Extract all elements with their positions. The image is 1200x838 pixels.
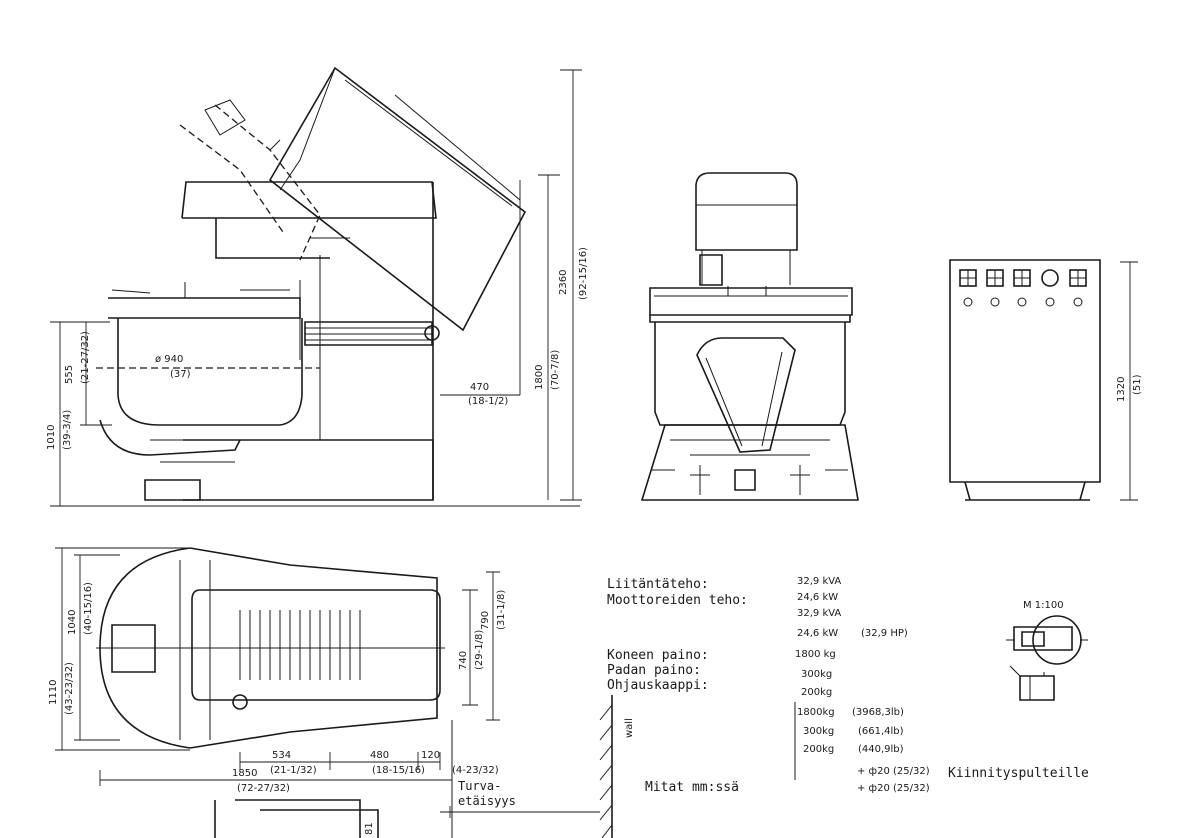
spec-value-machine-kg: 1800 kg <box>795 649 836 660</box>
weight-kg-2: 300kg <box>803 726 834 737</box>
units-note: Mitat mm:ssä <box>645 780 739 795</box>
dim-480-inch-label: (18-15/16) <box>372 765 425 776</box>
wall-label: wall <box>624 718 635 738</box>
bolt-spec-1: + ф20 (25/32) <box>857 766 930 777</box>
dim-120-label: 120 <box>421 750 440 761</box>
dim-470-label: 470 <box>470 382 489 393</box>
spec-label-motor-power: Moottoreiden teho: <box>607 593 748 608</box>
dim-1010-inch-label: (39-3/4) <box>62 410 73 450</box>
dim-790-label: 790 <box>480 611 491 630</box>
side-elevation-view <box>50 66 582 507</box>
dim-2360-label: 2360 <box>558 270 569 295</box>
weight-lb-3: (440,9lb) <box>858 744 904 755</box>
dim-740-label: 740 <box>458 651 469 670</box>
spec-value-bowl-kg: 300kg <box>801 669 832 680</box>
weight-kg-3: 200kg <box>803 744 834 755</box>
spec-value-kva-1: 32,9 kVA <box>797 576 841 587</box>
dim-1850-label: 1850 <box>232 768 257 779</box>
scale-detail-symbol <box>1006 615 1088 701</box>
spec-value-kw-1: 24,6 kW <box>797 592 838 603</box>
spec-label-machine-weight: Koneen paino: <box>607 648 709 663</box>
bowl-diameter-inch-label: (37) <box>170 369 191 380</box>
dim-1800-inch-label: (70-7/8) <box>550 350 561 390</box>
spec-value-hp: (32,9 HP) <box>861 628 908 639</box>
spec-value-cabinet-kg: 200kg <box>801 687 832 698</box>
dim-534-inch-label: (21-1/32) <box>270 765 317 776</box>
specifications-block: Liitäntäteho: Moottoreiden teho: Koneen … <box>607 576 908 780</box>
dim-1040-inch-label: (40-15/16) <box>83 582 94 635</box>
dim-1800-label: 1800 <box>534 365 545 390</box>
control-cabinet-view <box>949 259 1138 501</box>
weight-kg-1: 1800kg <box>797 707 835 718</box>
dim-1040-label: 1040 <box>67 610 78 635</box>
spec-value-kw-2: 24,6 kW <box>797 628 838 639</box>
spec-label-connected-power: Liitäntäteho: <box>607 577 709 592</box>
dim-1850-inch-label: (72-27/32) <box>237 783 290 794</box>
front-elevation-view <box>640 172 859 501</box>
spec-label-control-cabinet: Ohjauskaappi: <box>607 678 709 693</box>
dim-555-label: 555 <box>64 365 75 384</box>
dim-480-label: 480 <box>370 750 389 761</box>
anchor-bolts-label: Kiinnityspulteille <box>948 766 1089 781</box>
scale-label: M 1:100 <box>1023 600 1064 611</box>
safety-distance-label-2: etäisyys <box>458 794 516 808</box>
safety-distance-label-1: Turva- <box>458 779 501 793</box>
wall-symbol <box>599 695 613 838</box>
spec-label-bowl-weight: Padan paino: <box>607 663 701 678</box>
dim-1320-inch-label: (51) <box>1132 374 1143 395</box>
dim-1110-inch-label: (43-23/32) <box>64 662 75 715</box>
dim-120-inch-label: (4-23/32) <box>452 765 499 776</box>
plan-view <box>55 547 600 838</box>
dim-1110-label: 1110 <box>48 680 59 705</box>
dim-81-label: 81 <box>364 822 375 835</box>
dim-740-inch-label: (29-1/8) <box>474 630 485 670</box>
dim-534-label: 534 <box>272 750 291 761</box>
spec-value-kva-2: 32,9 kVA <box>797 608 841 619</box>
weight-lb-1: (3968,3lb) <box>852 707 904 718</box>
bolt-spec-2: + ф20 (25/32) <box>857 783 930 794</box>
dim-1010-label: 1010 <box>46 425 57 450</box>
dim-2360-inch-label: (92-15/16) <box>578 247 589 300</box>
dim-790-inch-label: (31-1/8) <box>496 590 507 630</box>
dim-555-inch-label: (21-27/32) <box>80 331 91 384</box>
weight-lb-2: (661,4lb) <box>858 726 904 737</box>
bowl-diameter-label: ø 940 <box>155 354 183 365</box>
dim-1320-label: 1320 <box>1116 377 1127 402</box>
dim-470-inch-label: (18-1/2) <box>468 396 508 407</box>
